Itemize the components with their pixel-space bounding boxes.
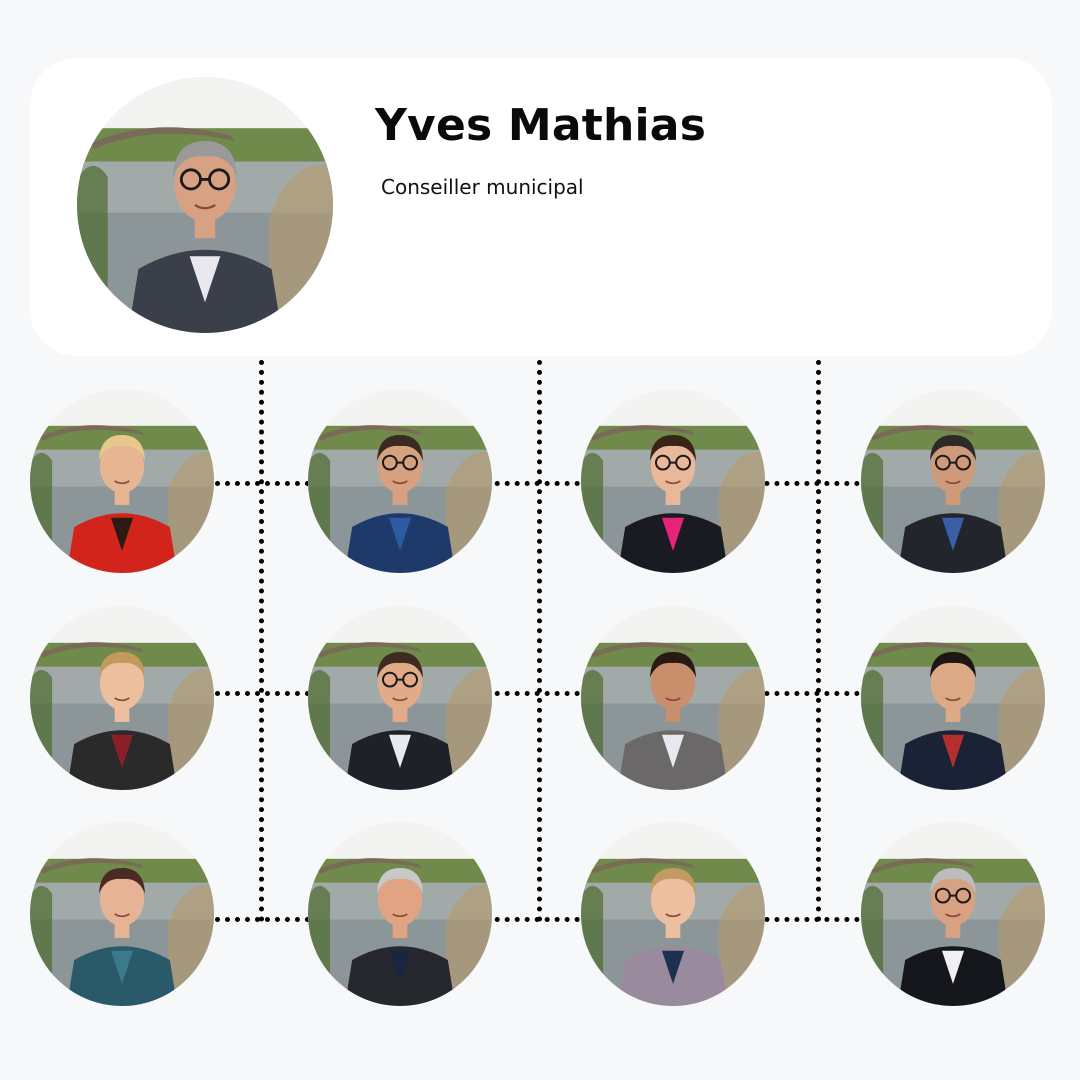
connector-vertical-1	[259, 360, 264, 922]
connector-vertical-3	[816, 360, 821, 922]
member-photo	[581, 606, 765, 790]
profile-name: Yves Mathias	[375, 100, 707, 151]
member-photo	[581, 389, 765, 573]
member-photo	[581, 822, 765, 1006]
profile-photo	[77, 77, 333, 333]
member-photo	[861, 389, 1045, 573]
member-photo	[861, 822, 1045, 1006]
connector-vertical-2	[537, 360, 542, 922]
connector-horizontal-row-3	[215, 917, 860, 922]
profile-role: Conseiller municipal	[381, 175, 584, 199]
member-photo	[30, 606, 214, 790]
member-photo	[30, 389, 214, 573]
connector-horizontal-row-2	[215, 691, 860, 696]
member-photo	[308, 822, 492, 1006]
member-photo	[308, 389, 492, 573]
member-photo	[308, 606, 492, 790]
member-photo	[30, 822, 214, 1006]
connector-horizontal-row-1	[215, 481, 860, 486]
member-photo	[861, 606, 1045, 790]
